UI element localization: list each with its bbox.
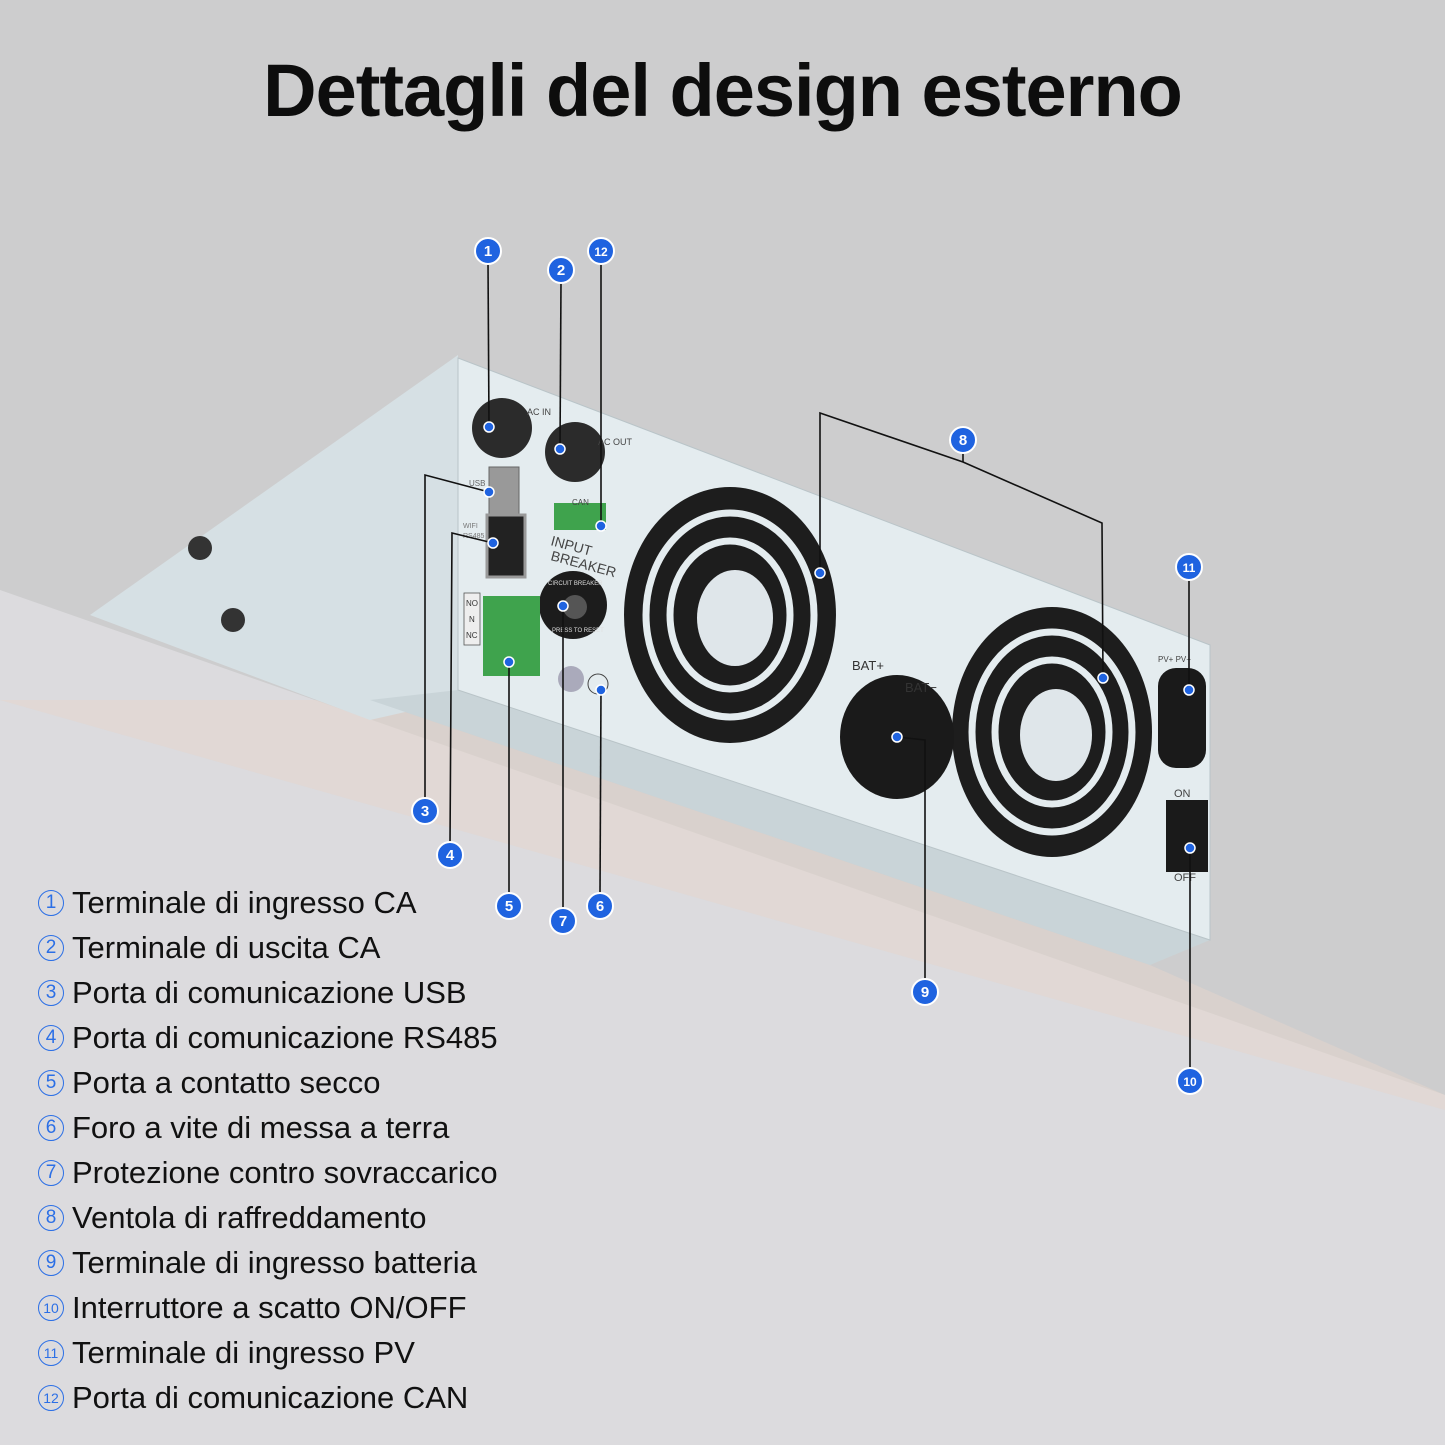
legend-number: 5 (38, 1069, 64, 1096)
label-bat-minus: BAT− (905, 680, 937, 695)
label-off: OFF (1174, 872, 1196, 884)
power-switch (1166, 800, 1208, 872)
callout-badges: 1 2 3 4 5 6 7 8 9 10 11 12 (411, 237, 1204, 1095)
callout-3: 3 (411, 797, 439, 825)
callout-number: 11 (1183, 561, 1196, 575)
legend-text: Terminale di ingresso CA (72, 884, 417, 920)
callout-number: 7 (559, 913, 567, 930)
label-wifi: WIFI (463, 523, 478, 530)
device-side-face (90, 355, 458, 720)
label-can: CAN (572, 498, 589, 507)
legend-item: 8 Ventola di raffreddamento (38, 1195, 498, 1240)
legend-text: Ventola di raffreddamento (72, 1199, 427, 1235)
callout-lines (424, 261, 1191, 1069)
legend-text: Porta di comunicazione RS485 (72, 1019, 498, 1055)
label-no: NO (466, 599, 478, 608)
callout-dots (483, 421, 1196, 854)
label-ac-out: AC OUT (598, 437, 633, 447)
legend-text: Terminale di ingresso PV (72, 1334, 415, 1370)
legend-item: 12 Porta di comunicazione CAN (38, 1375, 498, 1420)
callout-number: 6 (596, 898, 604, 915)
callout-4: 4 (436, 841, 464, 869)
callout-number: 3 (421, 803, 429, 820)
callout-1: 1 (474, 237, 502, 265)
legend-item: 7 Protezione contro sovraccarico (38, 1150, 498, 1195)
legend-number: 8 (38, 1204, 64, 1231)
label-bat-plus: BAT+ (852, 658, 884, 673)
legend-item: 6 Foro a vite di messa a terra (38, 1105, 498, 1150)
label-on: ON (1174, 788, 1191, 800)
legend-number: 1 (38, 889, 64, 916)
label-pv: PV+ PV− (1158, 655, 1191, 664)
legend-item: 4 Porta di comunicazione RS485 (38, 1015, 498, 1060)
legend-text: Terminale di ingresso batteria (72, 1244, 477, 1280)
legend-text: Terminale di uscita CA (72, 929, 381, 965)
callout-number: 4 (446, 847, 455, 864)
callout-9: 9 (911, 978, 939, 1006)
legend-item: 10 Interruttore a scatto ON/OFF (38, 1285, 498, 1330)
callout-12: 12 (587, 237, 615, 265)
callout-5: 5 (495, 892, 523, 920)
callout-11: 11 (1175, 553, 1203, 581)
cooling-fan-2 (952, 607, 1152, 857)
legend-item: 3 Porta di comunicazione USB (38, 970, 498, 1015)
label-n: N (469, 615, 475, 624)
callout-6: 6 (586, 892, 614, 920)
legend-number: 12 (38, 1384, 64, 1411)
label-usb: USB (469, 479, 485, 488)
legend-text: Interruttore a scatto ON/OFF (72, 1289, 467, 1325)
callout-7: 7 (549, 907, 577, 935)
rs485-port (485, 513, 527, 579)
callout-number: 8 (959, 432, 967, 449)
label-ac-in: AC IN (527, 407, 551, 417)
legend-item: 2 Terminale di uscita CA (38, 925, 498, 970)
legend-number: 9 (38, 1249, 64, 1276)
legend-item: 9 Terminale di ingresso batteria (38, 1240, 498, 1285)
legend-text: Porta di comunicazione CAN (72, 1379, 469, 1415)
callout-number: 9 (921, 984, 929, 1001)
label-nc: NC (466, 631, 478, 640)
legend-text: Protezione contro sovraccarico (72, 1154, 498, 1190)
callout-10: 10 (1176, 1067, 1204, 1095)
cooling-fan-1 (624, 487, 836, 743)
label-circuit-breaker: CIRCUIT BREAKER (548, 581, 603, 587)
label-rs485: RS485 (463, 533, 485, 540)
callout-number: 5 (505, 898, 513, 915)
inverter-device: AC IN AC OUT USB WIFI RS485 CAN INPUT BR… (90, 355, 1211, 965)
legend-text: Foro a vite di messa a terra (72, 1109, 450, 1145)
ac-out-port (545, 422, 605, 482)
callout-8: 8 (949, 426, 977, 454)
ac-in-port (472, 398, 532, 458)
legend-number: 10 (38, 1294, 64, 1321)
legend-number: 7 (38, 1159, 64, 1186)
callout-number: 10 (1183, 1075, 1197, 1089)
shadow-glow (0, 700, 1445, 1110)
legend-text: Porta a contatto secco (72, 1064, 381, 1100)
legend-item: 11 Terminale di ingresso PV (38, 1330, 498, 1375)
legend-item: 5 Porta a contatto secco (38, 1060, 498, 1105)
legend-number: 3 (38, 979, 64, 1006)
ceiling-plane (0, 590, 1445, 1445)
label-press-reset: PRESS TO RESET (552, 628, 604, 634)
callout-number: 2 (557, 262, 565, 279)
legend-number: 2 (38, 934, 64, 961)
ground-screw (558, 666, 584, 692)
device-bottom-face (370, 690, 1210, 965)
page-title: Dettagli del design esterno (263, 49, 1183, 132)
legend-item: 1 Terminale di ingresso CA (38, 880, 498, 925)
callout-2: 2 (547, 256, 575, 284)
legend-number: 11 (38, 1339, 64, 1366)
pv-terminal (1158, 668, 1206, 768)
legend-number: 4 (38, 1024, 64, 1051)
legend-text: Porta di comunicazione USB (72, 974, 467, 1010)
legend-number: 6 (38, 1114, 64, 1141)
callout-number: 12 (594, 245, 608, 259)
callout-number: 1 (484, 243, 492, 260)
